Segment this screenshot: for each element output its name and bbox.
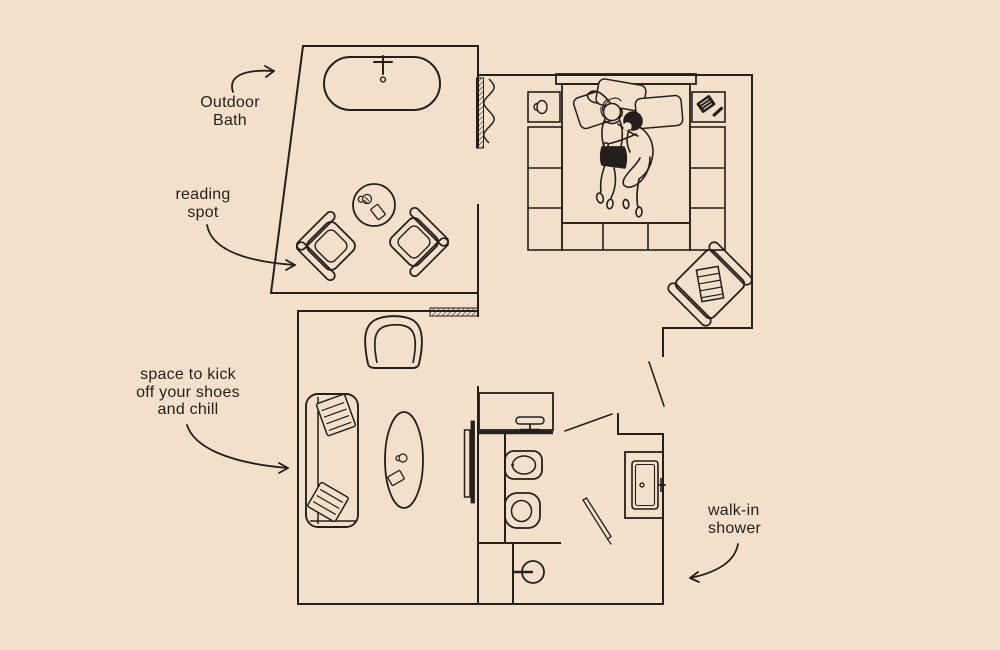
bedroom-threshold-hatch: [476, 77, 484, 149]
label-reading-spot: reading spot: [138, 186, 268, 221]
bathtub: [323, 55, 441, 111]
corner-bench: [667, 241, 753, 327]
door-leaves: [564, 361, 665, 545]
armchair-right: [389, 206, 450, 278]
wall-tv: [463, 420, 475, 504]
armchair-left: [295, 210, 356, 282]
label-line: Bath: [213, 111, 247, 129]
annotation-arrows: [186, 65, 739, 583]
small-book: [370, 203, 386, 221]
sink-counter: [478, 392, 554, 435]
counter-faucet: [515, 416, 545, 432]
label-line: walk-in: [708, 502, 760, 519]
label-walk-in-shower: walk-in shower: [708, 502, 818, 537]
label-line: off your shoes: [136, 383, 240, 401]
label-line: shower: [708, 519, 762, 537]
walls: [269, 44, 753, 605]
label-line: spot: [187, 203, 219, 221]
entry-tub-chair: [364, 315, 423, 369]
striped-pillow-bottom: [307, 481, 349, 523]
outdoor-bath-arrow: [231, 65, 275, 93]
vanity-sink: [624, 451, 666, 519]
walk-in-shower-arrow: [689, 543, 739, 583]
bed-platform: [527, 91, 726, 251]
nightstand-left: [527, 91, 561, 123]
label-line: Outdoor: [200, 94, 260, 111]
label-chill-space: space to kick off your shoes and chill: [103, 366, 273, 419]
label-line: and chill: [157, 401, 219, 418]
chill-space-arrow: [186, 424, 289, 474]
coffee-cup: [357, 193, 373, 205]
oval-rug: [384, 411, 424, 509]
label-line: space to kick: [140, 366, 236, 383]
bath-faucet: [373, 55, 393, 83]
bench-cushion: [695, 265, 725, 303]
shower-floor-drain: [512, 560, 545, 584]
sleeping-couple: [586, 90, 654, 218]
label-outdoor-bath: Outdoor Bath: [160, 94, 300, 129]
curtain-squiggle: [483, 78, 495, 144]
mug-on-nightstand: [533, 99, 548, 115]
reading-spot-arrow: [206, 224, 296, 271]
striped-pillow-top: [315, 393, 357, 437]
nightstand-right: [691, 91, 726, 123]
person-light-hair: [586, 90, 639, 210]
living-threshold-hatch: [429, 307, 479, 317]
person-dark-hair: [602, 111, 654, 218]
book-on-rug: [387, 469, 405, 487]
bedroom-door-leaf: [648, 361, 665, 407]
toilet: [504, 492, 541, 529]
cup-on-rug: [395, 453, 408, 463]
toilet-door-leaf: [564, 413, 613, 432]
book-and-pen: [696, 95, 724, 117]
label-line: reading: [175, 186, 231, 203]
thresholds: [429, 77, 484, 317]
vanity-faucet: [658, 478, 666, 492]
bidet: [504, 450, 543, 480]
daybed: [305, 393, 359, 528]
shower-glass-door: [582, 497, 612, 545]
reading-side-table: [352, 183, 396, 227]
